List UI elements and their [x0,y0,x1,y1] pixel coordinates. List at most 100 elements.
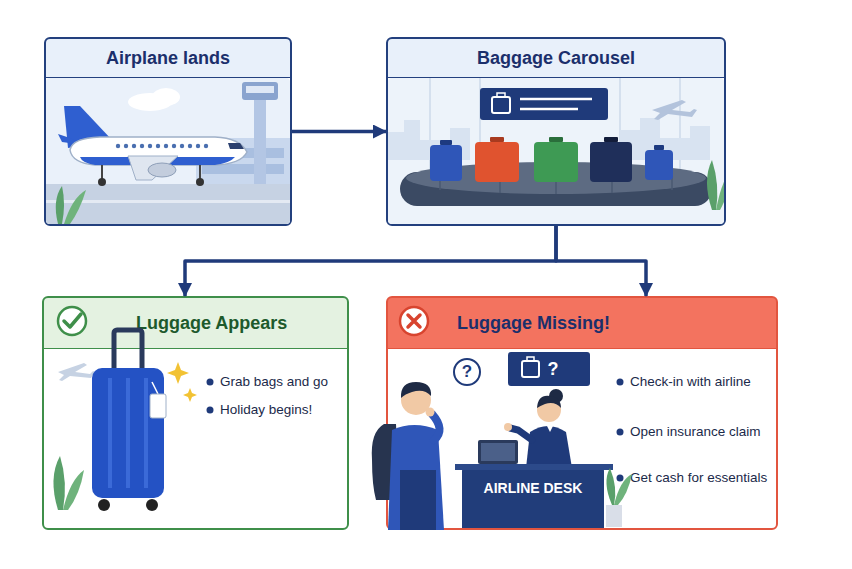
bullet-text: Holiday begins! [220,401,345,419]
airline-sign [508,352,590,386]
agent-figure [537,396,561,408]
agent-figure [481,443,515,461]
carousel-scene [406,162,706,194]
airport-scene [128,93,172,111]
airport-scene [46,200,290,203]
step-title: Baggage Carousel [388,39,724,77]
airport-scene [164,144,168,148]
carousel-scene [534,142,578,182]
traveller-figure [388,425,444,530]
airport-scene [101,165,103,180]
carousel-scene [520,108,578,111]
agent-figure [537,398,561,422]
suitcase-illustration [146,499,158,511]
airport-scene [98,178,106,186]
carousel-scene [497,93,505,97]
carousel-scene [480,88,608,120]
carousel-scene [679,78,681,170]
airline-sign [508,352,590,386]
bullet-dot [617,379,624,386]
carousel-scene [388,120,470,160]
suitcase-illustration [92,368,164,498]
suitcase-illustration [110,378,146,488]
desk-box: AIRLINE DESK [462,468,604,528]
desk-label: AIRLINE DESK [483,478,583,498]
agent-figure [549,389,563,403]
airport-scene [132,144,136,148]
airport-scene [124,144,128,148]
airport-scene [202,148,284,158]
airport-scene [188,144,192,148]
traveller-figure [454,359,480,385]
suitcase-illustration [53,456,64,510]
agent-figure [455,464,613,470]
check-icon [64,314,81,327]
bullet-dot [207,379,214,386]
suitcase-illustration [58,363,95,381]
airport-scene [196,138,290,186]
traveller-figure [401,382,431,398]
carousel-scene [479,78,481,170]
flow-arrow [556,226,646,296]
airport-scene [152,88,180,106]
agent-figure [478,440,518,464]
airport-scene [140,144,144,148]
traveller-figure [401,385,431,415]
outcome-box: Luggage Missing!Check-in with airlineOpe… [386,296,778,530]
carousel-scene [439,170,441,190]
flow-arrow [292,130,386,134]
carousel-scene [388,78,724,224]
carousel-scene [652,100,697,120]
carousel-scene [440,140,452,145]
airport-scene [254,96,266,186]
suitcase-illustration [152,382,158,394]
plant-decoration [606,468,632,527]
bullet-text: Grab bags and go [220,373,345,391]
bullet-text: Check-in with airline [630,373,775,391]
x-icon [400,307,428,335]
outcome-title: Luggage Missing! [457,298,677,348]
airline-sign [527,357,534,361]
airport-scene [148,163,176,177]
carousel-scene [520,98,592,101]
carousel-scene [707,160,717,210]
airport-scene [228,143,244,149]
step-title: Airplane lands [46,39,290,77]
carousel-scene [590,142,632,182]
airport-scene [246,86,274,93]
plant-decoration [606,505,622,527]
outcome-title: Luggage Appears [136,298,336,348]
traveller-figure [426,408,435,417]
airport-scene [148,144,152,148]
carousel-scene [549,137,563,142]
carousel-scene [716,166,724,210]
airport-scene [196,178,204,186]
plant-decoration [614,474,632,505]
suitcase-illustration [183,388,197,402]
suitcase-illustration [98,499,110,511]
suitcase-illustration [63,470,84,510]
traveller-figure [372,424,400,500]
suitcase-illustration [144,378,148,488]
agent-figure [526,426,572,468]
plant-decoration [606,468,615,505]
airport-scene [242,82,278,100]
agent-figure [546,424,554,432]
airport-scene [56,186,64,224]
suitcase-illustration [53,330,197,511]
bullet-dot [207,379,624,482]
agent-figure [504,423,512,431]
airport-scene [128,156,178,180]
carousel-scene [555,163,557,194]
carousel-scene [619,78,621,170]
agent-figure [494,464,502,468]
carousel-scene [645,150,673,180]
step-box: Baggage Carousel [386,37,726,226]
airport-scene [180,144,184,148]
outcome-box: Luggage AppearsGrab bags and go Holiday b… [42,296,349,530]
carousel-scene [611,165,613,193]
carousel-scene [400,172,712,206]
airport-scene [46,78,290,224]
carousel-scene [499,165,501,193]
